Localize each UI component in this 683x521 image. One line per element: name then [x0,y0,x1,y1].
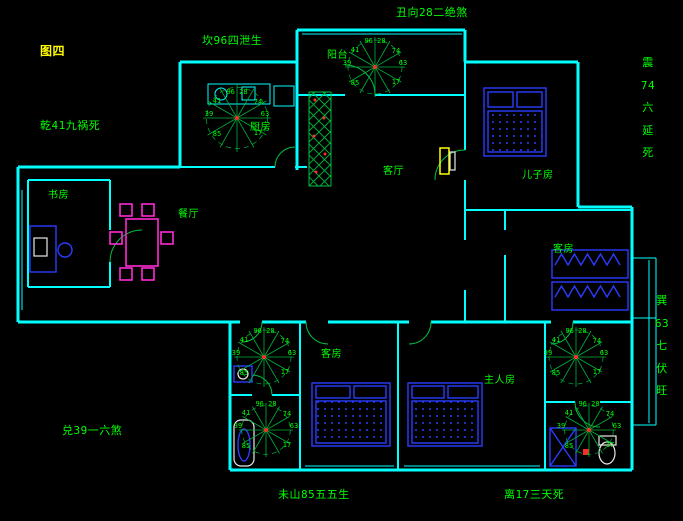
red-mark [583,449,589,455]
bath-lower-left-fan-number-se: 17 [282,441,292,449]
annotation-southeast: 巽 63 七 伏 旺 [654,294,670,398]
bath-lower-left-fan-number-w: 39 [233,422,243,430]
bath-lower-right-fan-number-n: 96 28 [578,400,600,408]
bath-upper-left-fan-number-se: 17 [280,368,290,376]
door-arcs [109,64,601,428]
annotation-northwest: 乾41九祸死 [40,119,101,132]
bath-lower-right-fan-number-e: 63 [612,422,622,430]
bath-upper-left-fan-number-nw: 41 [239,336,249,344]
room-label-balcony: 阳台 [327,50,348,61]
balcony-fan-number-n: 96 28 [364,37,386,45]
entry-door [439,147,456,175]
room-label-guest-bottom: 客房 [321,349,342,360]
bath-lower-left-fan-number-e: 63 [289,422,299,430]
kitchen-fan-number-se: 17 [253,129,263,137]
annotation-west: 兑39一六煞 [62,424,123,437]
balcony-fan-number-nw: 41 [350,46,360,54]
bath-lower-right-fan [562,403,616,457]
bath-upper-right-fan-number-se: 17 [592,368,602,376]
bath-upper-left-fan [234,327,294,387]
room-label-master: 主人房 [484,375,516,386]
balcony-fan-number-sw: 85 [350,79,360,87]
bath-lower-left-fan-number-n: 96 28 [255,400,277,408]
balcony-fan-number-e: 63 [398,59,408,67]
study-desk [29,225,73,273]
bath-upper-left-fan-number-ne: 74 [280,337,290,345]
kitchen-fan-number-e: 63 [260,110,270,118]
room-label-living: 客厅 [383,166,404,177]
room-label-guest-right: 客房 [553,244,574,255]
balcony-fan [345,37,405,97]
balcony-fan-number-ne: 74 [391,47,401,55]
bath-lower-right-fan-number-nw: 41 [564,409,574,417]
guest-bed [311,382,391,447]
room-label-study: 书房 [48,190,69,201]
bath-upper-left-fan-number-w: 39 [231,349,241,357]
bath-lower-left-fan [239,403,293,457]
room-label-son-room: 儿子房 [522,170,554,181]
bath-upper-left-fan-number-n: 96 28 [253,327,275,335]
annotation-east: 震 74 六 延 死 [640,56,656,160]
walls [16,28,657,472]
figure-label: 图四 [40,44,66,58]
kitchen-fan-number-n: 96 28 [226,88,248,96]
bath-lower-right-fan-number-ne: 74 [605,410,615,418]
master-bed [407,382,483,447]
bunk-beds [551,249,629,311]
bath-upper-right-fan-number-e: 63 [599,349,609,357]
bath-lower-left-fan-number-nw: 41 [241,409,251,417]
bath-lower-left-fan-number-sw: 85 [241,442,251,450]
annotation-top: 丑向28二绝煞 [396,6,468,19]
bath-upper-right-fan [546,327,606,387]
kitchen-fan-number-nw: 41 [212,97,222,105]
bath-lower-right-fan-number-sw: 85 [564,442,574,450]
bath-upper-left-fan-number-sw: 85 [239,369,249,377]
dining-set [109,203,174,281]
door-gaps [240,315,573,329]
room-label-kitchen: 厨房 [250,122,271,133]
bath-lower-right-fan-number-w: 39 [556,422,566,430]
annotation-south: 未山85五五生 [278,488,350,501]
bath-lower-left-fan-number-ne: 74 [282,410,292,418]
bath-upper-right-fan-number-nw: 41 [551,336,561,344]
bath-upper-right-fan-number-n: 96 28 [565,327,587,335]
toilet [598,435,617,465]
room-label-dining: 餐厅 [178,209,199,220]
bath-upper-right-fan-number-w: 39 [543,349,553,357]
kitchen-fan [203,84,271,152]
bath-upper-left-fan-number-e: 63 [287,349,297,357]
shower [549,427,577,467]
bath-upper-right-fan-number-ne: 74 [592,337,602,345]
kitchen-fan-number-ne: 74 [253,98,263,106]
plant-box [308,91,332,187]
bath-lower-right-fan-number-se: 17 [605,441,615,449]
son-bed [483,87,547,157]
bathtub [233,419,255,467]
bath-upper-right-fan-number-sw: 85 [551,369,561,377]
kitchen-fan-number-sw: 85 [212,130,222,138]
balcony-fan-number-se: 17 [391,78,401,86]
balcony-fan-number-w: 39 [342,59,352,67]
annotation-north: 坎96四泄生 [202,34,263,47]
annotation-south-right: 离17三天死 [504,488,565,501]
kitchen-fan-number-w: 39 [204,110,214,118]
